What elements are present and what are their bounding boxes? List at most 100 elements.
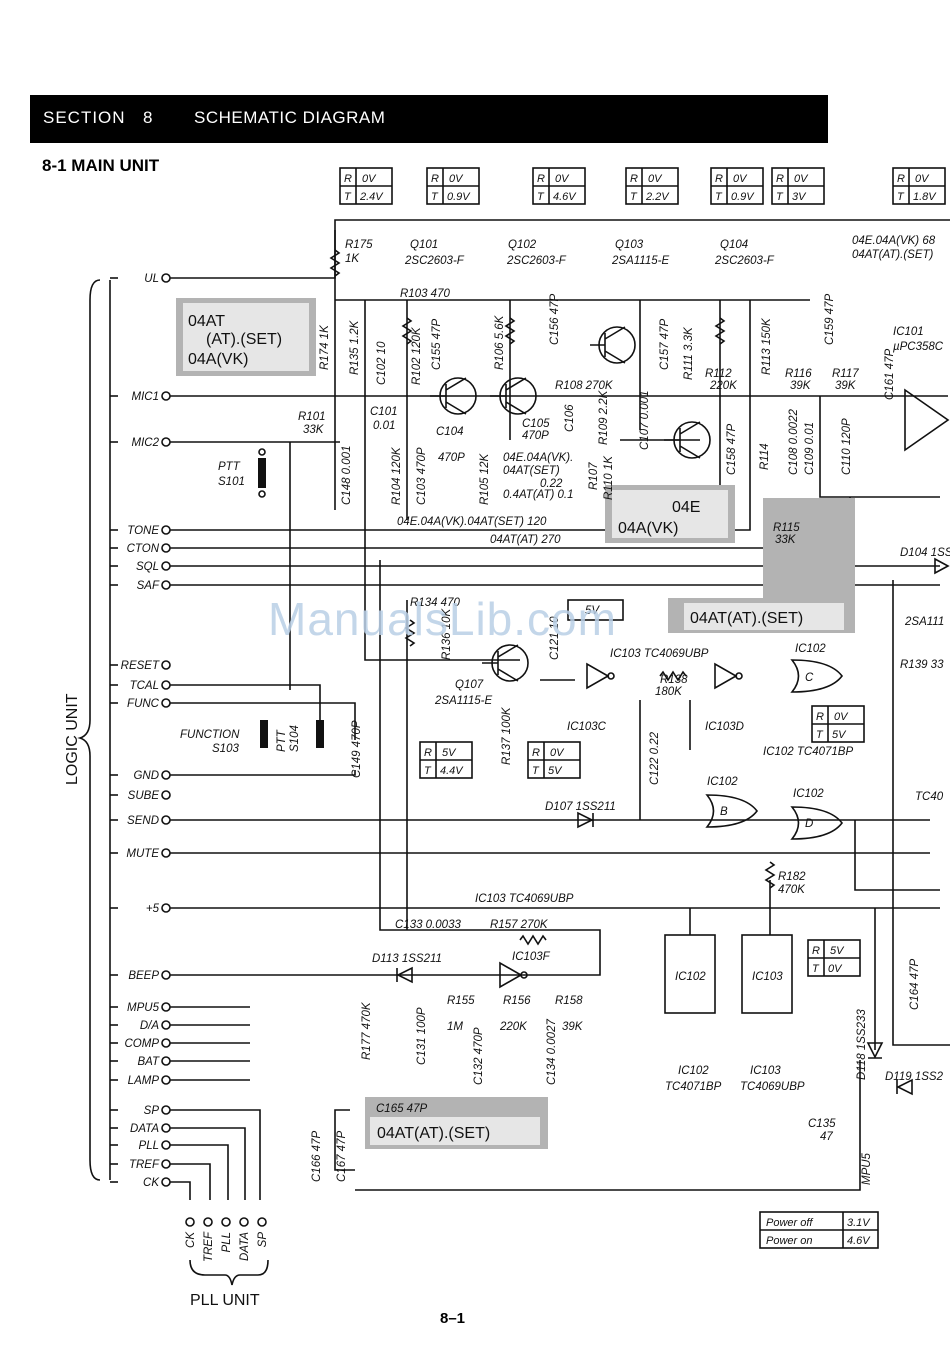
mpu5-label: MPU5 bbox=[861, 1152, 873, 1185]
variant-box-3-text: 04AT(AT).(SET) bbox=[690, 610, 803, 627]
logic-unit-connectors: ULMIC1MIC2TONECTONSQLSAFRESETTCALFUNCGND… bbox=[110, 273, 171, 1189]
c101-value: 0.01 bbox=[373, 420, 395, 432]
connector-19: BAT bbox=[110, 1056, 171, 1068]
connector-label: LAMP bbox=[128, 1075, 160, 1087]
r155-label: R155 bbox=[447, 995, 475, 1007]
r182-label: R182 bbox=[778, 871, 806, 883]
c135-value: 47 bbox=[820, 1131, 833, 1143]
gate-c-label: C bbox=[805, 672, 814, 684]
supply-box-label: 5V bbox=[585, 605, 600, 617]
ic103-bus-label: IC103 TC4069UBP bbox=[475, 893, 574, 905]
connector-label: SAF bbox=[137, 580, 160, 592]
voltage-table-cell: 4.6V bbox=[553, 191, 577, 203]
variant-box-4-caption: C165 47P bbox=[376, 1103, 427, 1115]
connector-label: MIC1 bbox=[132, 391, 159, 403]
r135-label: R135 1.2K bbox=[349, 319, 361, 375]
r102-label: R102 120K bbox=[411, 326, 423, 385]
connector-pin bbox=[161, 1177, 171, 1187]
connector-1: MIC1 bbox=[110, 391, 171, 403]
note-022: 0.22 bbox=[540, 478, 563, 490]
diode-d119 bbox=[896, 1078, 913, 1096]
q107-ref: Q107 bbox=[455, 679, 484, 691]
connector-25: CK bbox=[110, 1177, 171, 1189]
voltage-table-cell: 0.9V bbox=[447, 191, 471, 203]
d119-label: D119 1SS2 bbox=[885, 1071, 944, 1083]
opamp-ic101 bbox=[904, 388, 950, 452]
voltage-table-cell: 3V bbox=[792, 191, 807, 203]
switch-s103 bbox=[260, 720, 268, 748]
watermark: ManualsLib.com bbox=[268, 593, 617, 645]
page-number: 8–1 bbox=[440, 1310, 466, 1327]
variant-box-1-line2: (AT).(SET) bbox=[206, 331, 282, 348]
connector-pin bbox=[161, 543, 171, 553]
variant-box-4-text: 04AT(AT).(SET) bbox=[377, 1125, 490, 1142]
section-header-bar bbox=[30, 95, 828, 143]
voltage-table-cell: R bbox=[431, 173, 439, 185]
connector-label: MIC2 bbox=[132, 437, 160, 449]
voltage-table-cell: R bbox=[816, 711, 824, 723]
ic102-caption-type: TC4071BP bbox=[665, 1081, 722, 1093]
connector-10: GND bbox=[110, 770, 171, 782]
c108-label: C108 0.0022 bbox=[788, 409, 800, 475]
r117-value: 39K bbox=[835, 380, 857, 392]
connector-label: DATA bbox=[130, 1123, 159, 1135]
voltage-table-cell: 4.4V bbox=[440, 765, 464, 777]
voltage-table-cell: 2.4V bbox=[359, 191, 384, 203]
connector-pin bbox=[161, 1123, 171, 1133]
c107-label: C107 0.001 bbox=[639, 391, 651, 450]
transistor-q101 bbox=[430, 377, 477, 415]
q104-ref: Q104 bbox=[720, 239, 748, 251]
pll-pin-label: PLL bbox=[221, 1232, 233, 1252]
diode-d107 bbox=[577, 811, 594, 829]
connector-pin bbox=[161, 580, 171, 590]
voltage-table-cell: T bbox=[812, 963, 820, 975]
d118-label: D118 1SS233 bbox=[856, 1009, 868, 1080]
gate-d-label: D bbox=[805, 818, 813, 830]
voltage-table-cell: T bbox=[431, 191, 439, 203]
connector-label: SEND bbox=[127, 815, 159, 827]
c148-label: C148 0.001 bbox=[341, 446, 353, 505]
c101-label: C101 bbox=[370, 406, 398, 418]
r111-label: R111 3.3K bbox=[683, 326, 695, 380]
variant-box-2-line1: 04E bbox=[672, 499, 700, 516]
connector-pin bbox=[161, 903, 171, 913]
c161-label: C161 47P bbox=[884, 349, 896, 400]
connector-pin bbox=[161, 680, 171, 690]
supply-box bbox=[567, 599, 624, 621]
connector-2: MIC2 bbox=[110, 437, 171, 449]
c164-label: C164 47P bbox=[909, 959, 921, 1010]
r115-label: R115 bbox=[773, 522, 800, 534]
connector-20: LAMP bbox=[110, 1075, 171, 1087]
r107-label: R107 bbox=[588, 462, 600, 490]
voltage-table-cell: R bbox=[344, 173, 352, 185]
connector-label: GND bbox=[133, 770, 159, 782]
connector-14: +5 bbox=[110, 903, 171, 915]
voltage-table-cell: 0V bbox=[648, 173, 663, 185]
transistor-q104 bbox=[664, 421, 711, 459]
connector-pin bbox=[161, 660, 171, 670]
gate-b-label: B bbox=[720, 806, 728, 818]
note-120: 04E.04A(VK).04AT(SET) 120 bbox=[397, 516, 547, 528]
r134-label: R134 470 bbox=[410, 597, 460, 609]
s104-label: S104 bbox=[289, 725, 301, 752]
connector-pin bbox=[161, 391, 171, 401]
inverter-ic103f bbox=[499, 961, 528, 989]
voltage-table-cell: 0V bbox=[733, 173, 748, 185]
r101-label: R101 bbox=[298, 411, 326, 423]
transistor-q102 bbox=[490, 377, 537, 415]
ic102-caption-ref: IC102 bbox=[678, 1065, 709, 1077]
c105-label: C105 bbox=[522, 418, 550, 430]
connector-15: BEEP bbox=[110, 970, 171, 982]
connector-label: SQL bbox=[136, 561, 159, 573]
pll-pin-label: CK bbox=[185, 1231, 197, 1248]
r108-label: R108 270K bbox=[555, 380, 614, 392]
voltage-table-cell: 2.2V bbox=[645, 191, 670, 203]
connector-8: TCAL bbox=[110, 680, 171, 692]
